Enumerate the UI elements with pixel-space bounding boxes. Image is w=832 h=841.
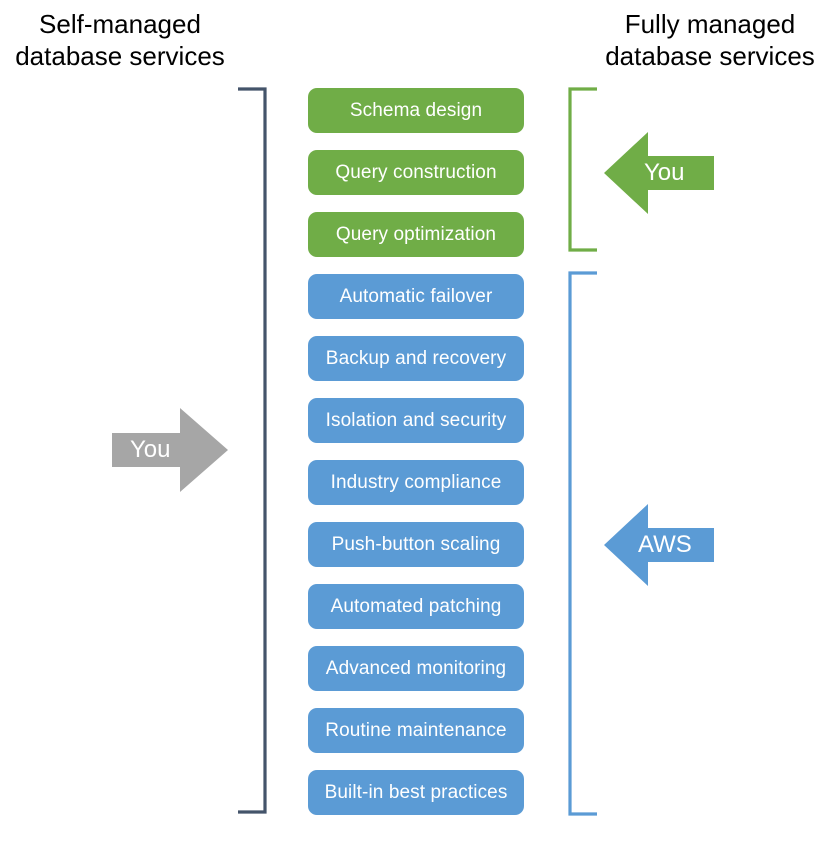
arrow-you-right-label: You: [644, 159, 685, 186]
arrow-aws-right: [604, 504, 714, 586]
arrow-you-left: [112, 408, 228, 492]
heading-self-managed: Self-managed database services: [15, 9, 225, 71]
task-box[interactable]: Routine maintenance: [308, 708, 524, 753]
task-box[interactable]: Push-button scaling: [308, 522, 524, 567]
task-box[interactable]: Query construction: [308, 150, 524, 195]
task-box[interactable]: Schema design: [308, 88, 524, 133]
arrow-you-left-label: You: [130, 436, 171, 463]
task-box[interactable]: Automatic failover: [308, 274, 524, 319]
bracket-right-blue: [568, 271, 597, 816]
task-box-list: Schema design Query construction Query o…: [308, 88, 524, 832]
task-box[interactable]: Advanced monitoring: [308, 646, 524, 691]
task-box[interactable]: Industry compliance: [308, 460, 524, 505]
task-box[interactable]: Backup and recovery: [308, 336, 524, 381]
task-box[interactable]: Built-in best practices: [308, 770, 524, 815]
arrow-you-right: [604, 132, 714, 214]
task-box[interactable]: Query optimization: [308, 212, 524, 257]
bracket-left-self-managed: [238, 87, 267, 814]
task-box[interactable]: Isolation and security: [308, 398, 524, 443]
heading-fully-managed: Fully managed database services: [605, 9, 815, 71]
arrow-aws-right-label: AWS: [638, 531, 692, 558]
task-box[interactable]: Automated patching: [308, 584, 524, 629]
bracket-right-green: [568, 87, 597, 252]
